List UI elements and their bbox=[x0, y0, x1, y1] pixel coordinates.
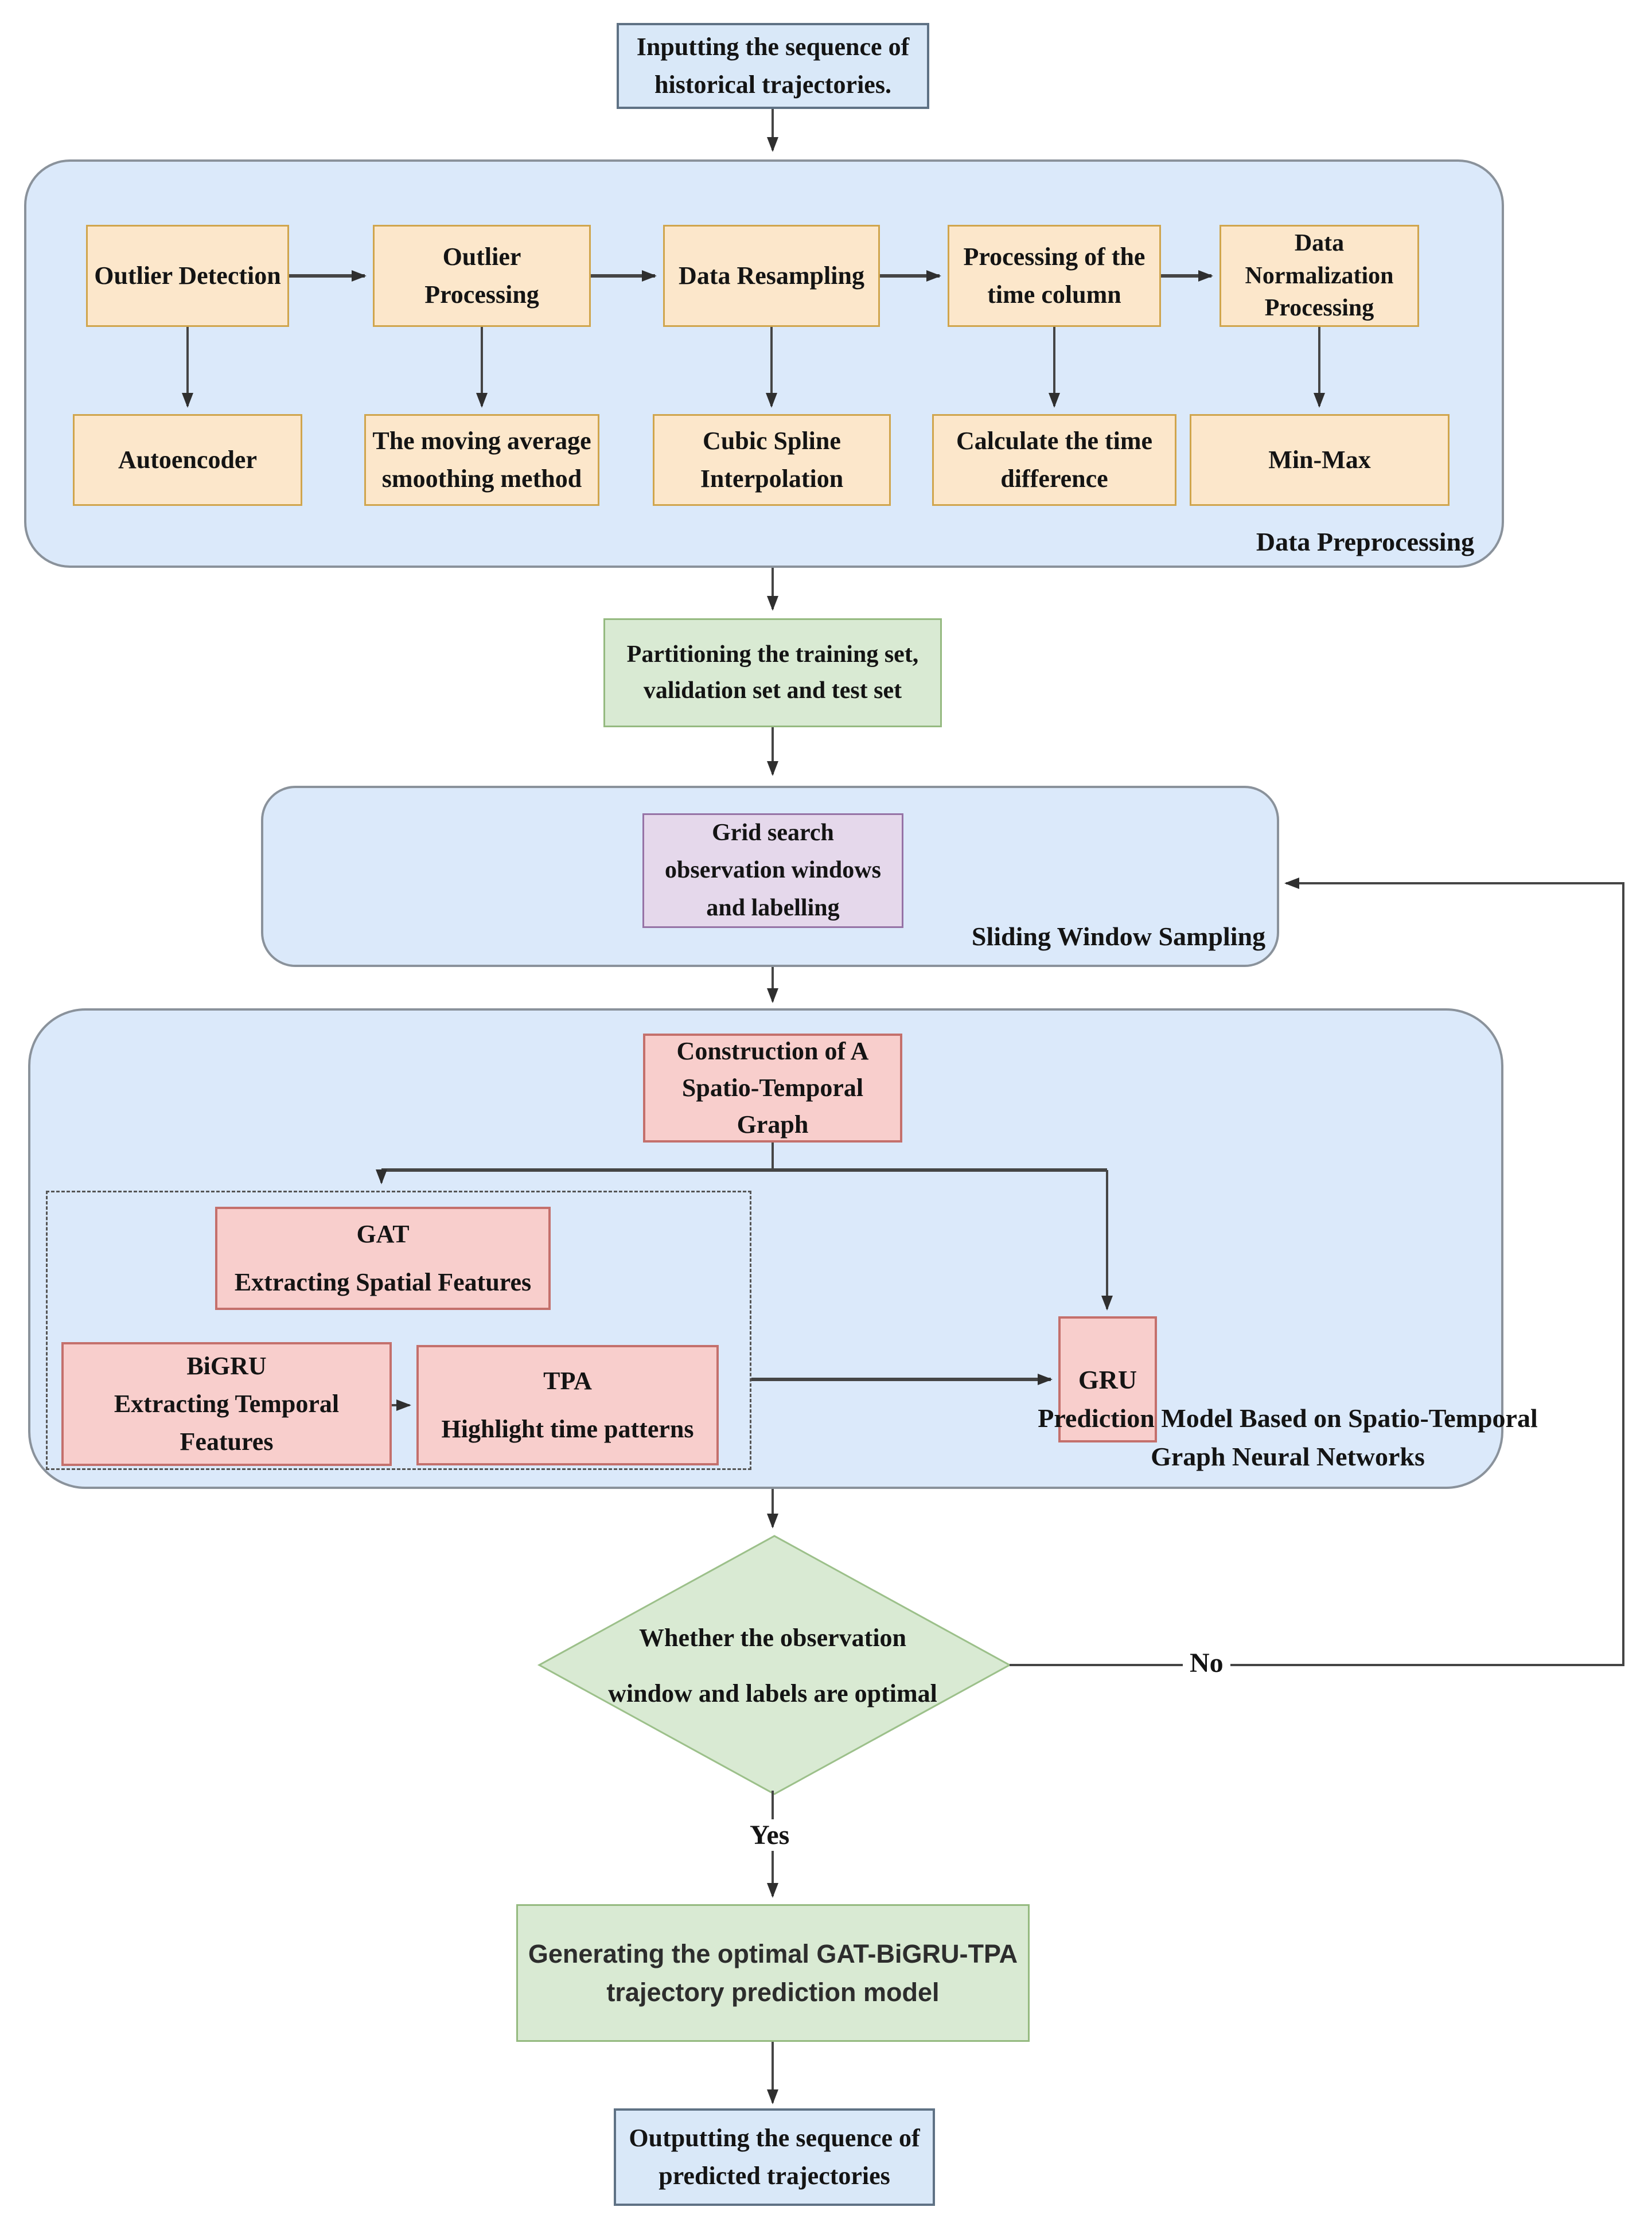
grid-search-node: Grid search observation windows and labe… bbox=[642, 813, 903, 928]
bigru-node: BiGRU Extracting Temporal Features bbox=[61, 1342, 392, 1466]
step-outlier-processing: Outlier Processing bbox=[373, 225, 591, 327]
partition-node: Partitioning the training set, validatio… bbox=[603, 618, 942, 727]
technique-min-max: Min-Max bbox=[1190, 414, 1450, 506]
technique-cubic-spline: Cubic Spline Interpolation bbox=[653, 414, 891, 506]
decision-label: Whether the observation window and label… bbox=[608, 1624, 937, 1707]
output-node: Outputting the sequence of predicted tra… bbox=[614, 2108, 935, 2206]
prediction-model-label: Prediction Model Based on Spatio-Tempora… bbox=[1038, 1403, 1538, 1471]
construction-node: Construction of A Spatio-Temporal Graph bbox=[643, 1034, 902, 1143]
step-time-column-processing: Processing of the time column bbox=[948, 225, 1161, 327]
technique-autoencoder: Autoencoder bbox=[73, 414, 302, 506]
step-data-normalization: Data Normalization Processing bbox=[1219, 225, 1419, 327]
data-preprocessing-container bbox=[24, 159, 1504, 568]
sliding-window-label: Sliding Window Sampling bbox=[971, 922, 1266, 951]
yes-edge-label: Yes bbox=[743, 1819, 797, 1851]
generating-model-node: Generating the optimal GAT-BiGRU-TPA tra… bbox=[516, 1904, 1030, 2042]
no-edge-label: No bbox=[1183, 1647, 1230, 1679]
technique-moving-average: The moving average smoothing method bbox=[364, 414, 599, 506]
input-node: Inputting the sequence of historical tra… bbox=[617, 23, 929, 109]
step-outlier-detection: Outlier Detection bbox=[86, 225, 289, 327]
tpa-node: TPA Highlight time patterns bbox=[416, 1345, 719, 1465]
feature-extraction-dashed-group bbox=[46, 1191, 751, 1470]
gat-node: GAT Extracting Spatial Features bbox=[215, 1207, 551, 1310]
technique-time-difference: Calculate the time difference bbox=[932, 414, 1176, 506]
step-data-resampling: Data Resampling bbox=[663, 225, 880, 327]
decision-diamond bbox=[537, 1535, 1012, 1795]
data-preprocessing-label: Data Preprocessing bbox=[1256, 527, 1475, 556]
